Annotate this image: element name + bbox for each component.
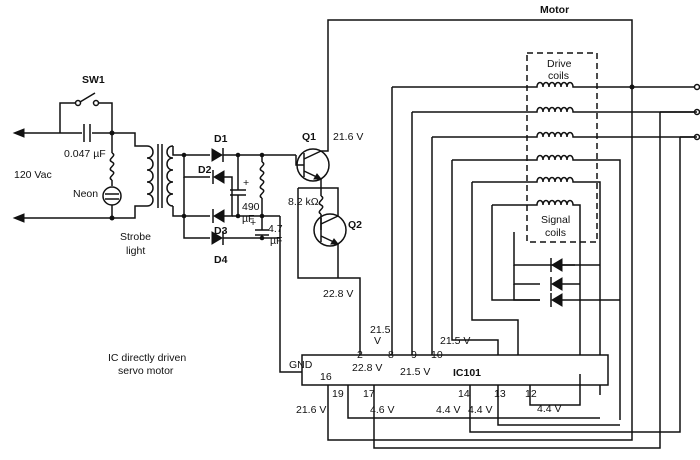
caption-line1: IC directly driven	[108, 352, 186, 364]
capacitor-47uf	[255, 229, 269, 236]
ac-input-bottom-arrow	[12, 213, 25, 223]
d1-label: D1	[214, 133, 228, 145]
pin-16: 16	[320, 371, 332, 383]
q1-voltage: 21.6 V	[333, 131, 363, 143]
ic101-label: IC101	[453, 367, 481, 379]
diode-d1	[211, 148, 224, 162]
cap490-value: 490	[242, 201, 260, 213]
pin-13: 13	[494, 388, 506, 400]
drive-coils	[392, 81, 697, 138]
cap47-value: 4.7	[268, 223, 283, 235]
sw1-label: SW1	[82, 74, 105, 86]
diode-d2	[212, 170, 225, 184]
voltage-44-c: 4.4 V	[537, 403, 562, 415]
voltage-44-a: 4.4 V	[436, 404, 461, 416]
signal-coils	[452, 154, 621, 420]
motor-label: Motor	[540, 4, 569, 16]
cap47-plus: +	[250, 217, 256, 229]
drive-coils-label-2: coils	[548, 70, 569, 82]
cap490-plus: +	[243, 177, 249, 189]
pin-17: 17	[363, 388, 375, 400]
voltage-215-right: 21.5 V	[440, 335, 470, 347]
signal-diode-1	[550, 258, 563, 272]
sw1-switch	[74, 92, 100, 107]
voltage-228-b: 22.8 V	[352, 362, 382, 374]
strobe-label-line2: light	[126, 245, 145, 257]
pin-2: 2	[357, 349, 363, 361]
q2-label: Q2	[348, 219, 362, 231]
strobe-label-line1: Strobe	[120, 231, 151, 243]
caption-line2: servo motor	[118, 365, 174, 377]
neon-lamp	[102, 186, 122, 206]
cap490-unit: µF	[242, 213, 254, 225]
ic101-chip	[301, 354, 609, 386]
voltage-215-top: 21.5	[370, 324, 391, 336]
signal-coils-label-2: coils	[545, 227, 566, 239]
motor-coil-enclosure	[526, 52, 598, 243]
cap-0047-label: 0.047 µF	[64, 148, 106, 160]
d2-label: D2	[198, 164, 212, 176]
signal-diode-3	[550, 293, 563, 307]
ac-input-label: 120 Vac	[14, 169, 52, 181]
pin-14: 14	[458, 388, 470, 400]
voltage-216: 21.6 V	[296, 404, 326, 416]
pin-8: 8	[388, 349, 394, 361]
d4-label: D4	[214, 254, 228, 266]
voltage-44-b: 4.4 V	[468, 404, 493, 416]
voltage-215-top-unit: V	[374, 335, 381, 347]
gnd-label: GND	[289, 359, 313, 371]
voltage-228-a: 22.8 V	[323, 288, 353, 300]
pin-12: 12	[525, 388, 537, 400]
strobe-transformer	[146, 144, 174, 208]
drive-coils-label-1: Drive	[547, 58, 572, 70]
q1-label: Q1	[302, 131, 316, 143]
d3-label: D3	[214, 225, 228, 237]
neon-label: Neon	[73, 188, 98, 200]
cap47-unit: µF	[270, 235, 282, 247]
capacitor-0047uf	[82, 124, 92, 142]
ac-input-top-arrow	[12, 128, 25, 138]
ac-input-section	[12, 92, 147, 223]
voltage-46: 4.6 V	[370, 404, 395, 416]
signal-coils-label-1: Signal	[541, 214, 570, 226]
voltage-215-mid: 21.5 V	[400, 366, 430, 378]
rectifier-section	[172, 146, 302, 373]
pin-9: 9	[411, 349, 417, 361]
signal-diode-2	[550, 277, 563, 291]
pin-10: 10	[431, 349, 443, 361]
transistor-q2	[313, 213, 347, 247]
pin-19: 19	[332, 388, 344, 400]
diode-d3	[212, 209, 225, 223]
r-82k-label: 8.2 kΩ	[288, 196, 319, 208]
